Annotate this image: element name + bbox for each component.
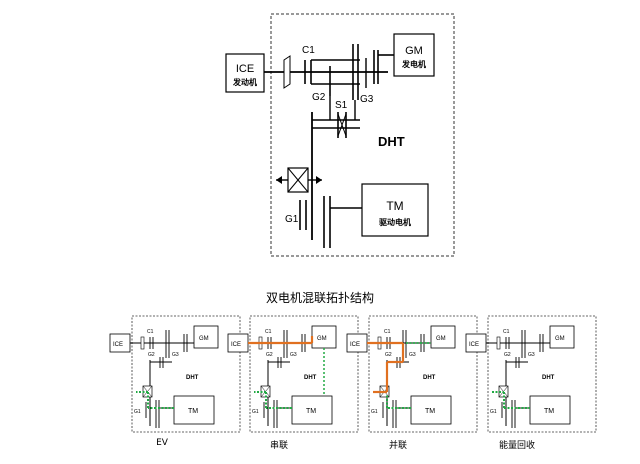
damper: [283, 55, 291, 89]
mini-g1-label: G1: [490, 409, 497, 415]
g2-label: G2: [312, 92, 326, 103]
mini-c1-label: C1: [384, 329, 391, 335]
mini-tm-box: [410, 395, 452, 425]
mini-tm-box: [291, 395, 333, 425]
mini-gm-label: GM: [436, 336, 446, 342]
mode-border: [487, 315, 597, 433]
mini-g2-label: G2: [385, 352, 392, 358]
mini-ice-label: ICE: [350, 342, 360, 348]
s1-label: S1: [335, 100, 348, 111]
mode-label-series: 串联: [269, 441, 288, 451]
mini-dht-label: DHT: [186, 375, 199, 381]
mini-tm-box: [529, 395, 571, 425]
mini-c1-label: C1: [265, 329, 272, 335]
ice-sub-label: 发动机: [232, 77, 257, 87]
mini-g3-label: G3: [290, 352, 297, 358]
mini-gm-box: [430, 325, 456, 349]
mini-tm-label: TM: [425, 408, 435, 415]
mini-g1-label: G1: [134, 409, 141, 415]
mode-border: [131, 315, 241, 433]
mini-g3-label: G3: [409, 352, 416, 358]
mode-border: [249, 315, 359, 433]
mini-tm-label: TM: [188, 408, 198, 415]
gm-sub-label: 发电机: [401, 59, 426, 69]
mode-label-regen: 能量回收: [498, 441, 535, 451]
g1-label: G1: [285, 214, 299, 225]
g3-label: G3: [360, 94, 374, 105]
mini-dht-label: DHT: [542, 375, 555, 381]
tm-box: [361, 183, 429, 237]
mini-gm-box: [549, 325, 575, 349]
mini-tm-label: TM: [544, 408, 554, 415]
mini-g1-label: G1: [252, 409, 259, 415]
dht-label: DHT: [378, 134, 405, 149]
mini-g3-label: G3: [172, 352, 179, 358]
mini-gm-label: GM: [555, 336, 565, 342]
mini-g1-label: G1: [371, 409, 378, 415]
mini-gm-box: [193, 325, 219, 349]
mini-ice-label: ICE: [113, 342, 123, 348]
svg-text:S1: S1: [516, 356, 517, 357]
c1-label: C1: [302, 45, 315, 56]
mini-c1-label: C1: [503, 329, 510, 335]
mini-g2-label: G2: [148, 352, 155, 358]
mini-dht-label: DHT: [423, 375, 436, 381]
mini-gm-label: GM: [199, 336, 209, 342]
mini-dht-label: DHT: [304, 375, 317, 381]
mini-g2-label: G2: [504, 352, 511, 358]
ice-label: ICE: [236, 63, 254, 75]
mini-tm-label: TM: [306, 408, 316, 415]
svg-text:S1: S1: [160, 356, 161, 357]
svg-text:S1: S1: [278, 356, 279, 357]
mini-g2-label: G2: [266, 352, 273, 358]
gm-box: [393, 33, 435, 77]
tm-label: TM: [386, 199, 403, 213]
mode-label-parallel: 并联: [388, 441, 407, 451]
ice-box: [225, 53, 265, 93]
diagram-title: 双电机混联拓扑结构: [265, 291, 374, 305]
mini-gm-label: GM: [317, 336, 327, 342]
mode-border: [368, 315, 478, 433]
svg-text:S1: S1: [397, 356, 398, 357]
mode-label-ev: EV: [156, 438, 168, 448]
mini-g3-label: G3: [528, 352, 535, 358]
dht-border: [270, 13, 455, 257]
tm-sub-label: 驱动电机: [379, 217, 411, 227]
mini-ice-label: ICE: [469, 342, 479, 348]
mini-tm-box: [173, 395, 215, 425]
gm-label: GM: [405, 45, 423, 57]
mini-ice-label: ICE: [231, 342, 241, 348]
mini-c1-label: C1: [147, 329, 154, 335]
